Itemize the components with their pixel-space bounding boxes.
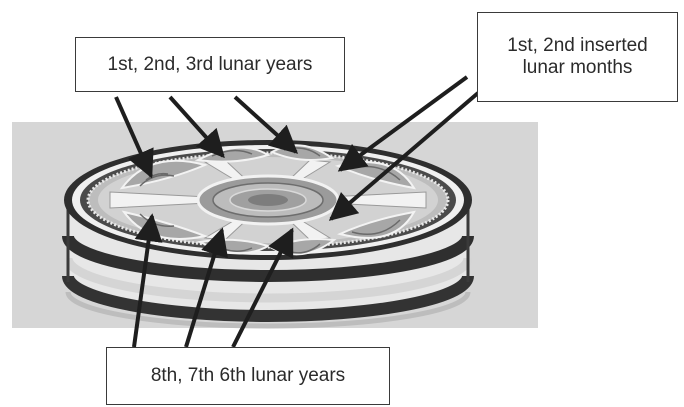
label-box-lunar-years-top: 1st, 2nd, 3rd lunar years bbox=[75, 37, 345, 92]
label-lunar-years-bottom: 8th, 7th 6th lunar years bbox=[151, 365, 345, 387]
disk-top bbox=[64, 140, 472, 260]
label-lunar-years-top: 1st, 2nd, 3rd lunar years bbox=[108, 54, 313, 76]
label-inserted-months: 1st, 2nd inserted lunar months bbox=[507, 35, 647, 79]
label-box-inserted-months: 1st, 2nd inserted lunar months bbox=[477, 12, 678, 102]
label-box-lunar-years-bottom: 8th, 7th 6th lunar years bbox=[106, 347, 390, 405]
